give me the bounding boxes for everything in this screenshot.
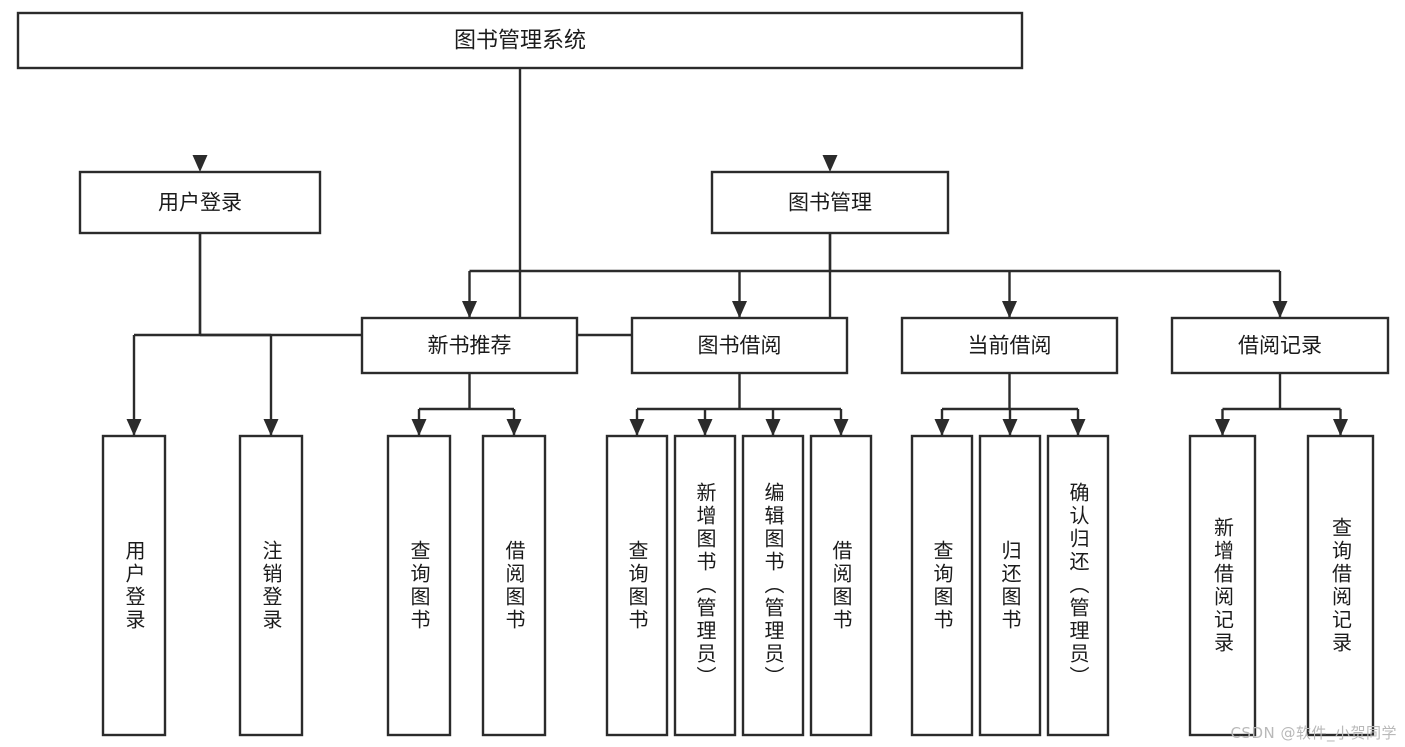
node-box-current-borrow <box>900 316 1119 375</box>
node-leaf-query-borrow-record[interactable]: 查询借阅记录 <box>1306 434 1375 737</box>
node-box-leaf-return-book <box>978 434 1042 737</box>
node-borrow-record[interactable]: 借阅记录 <box>1170 316 1390 375</box>
node-label-leaf-query-book-current: 查询图书 <box>930 539 954 632</box>
node-label-user-login: 用户登录 <box>158 191 242 215</box>
node-leaf-user-login[interactable]: 用户登录 <box>101 434 167 737</box>
node-box-root <box>16 11 1024 70</box>
edges-layer <box>126 68 1348 436</box>
node-leaf-borrow-book-recommend[interactable]: 借阅图书 <box>481 434 547 737</box>
node-book-manage[interactable]: 图书管理 <box>710 170 950 235</box>
node-label-leaf-borrow-book-recommend: 借阅图书 <box>502 539 526 632</box>
node-label-wrap-leaf-query-borrow-record: 查询借阅记录 <box>1328 516 1353 655</box>
node-label-book-borrow: 图书借阅 <box>698 334 782 358</box>
node-box-user-login <box>78 170 322 235</box>
node-box-leaf-add-book <box>673 434 737 737</box>
node-label-leaf-add-book: 新增图书（管理员） <box>693 482 717 689</box>
node-label-wrap-leaf-confirm-return: 确认归还（管理员） <box>1066 482 1090 689</box>
node-label-leaf-return-book: 归还图书 <box>998 539 1022 632</box>
node-user-login[interactable]: 用户登录 <box>78 170 322 235</box>
node-box-leaf-user-logout <box>238 434 304 737</box>
node-label-wrap-leaf-add-borrow-record: 新增借阅记录 <box>1210 516 1235 655</box>
node-label-new-book-recommend: 新书推荐 <box>428 334 512 358</box>
node-root[interactable]: 图书管理系统 <box>16 11 1024 70</box>
node-leaf-query-book-borrow[interactable]: 查询图书 <box>605 434 669 737</box>
node-box-new-book-recommend <box>360 316 579 375</box>
node-box-leaf-borrow-book-recommend <box>481 434 547 737</box>
node-label-wrap-leaf-query-book-current: 查询图书 <box>930 539 954 632</box>
node-box-leaf-confirm-return <box>1046 434 1110 737</box>
node-leaf-return-book[interactable]: 归还图书 <box>978 434 1042 737</box>
node-leaf-confirm-return[interactable]: 确认归还（管理员） <box>1046 434 1110 737</box>
node-box-leaf-edit-book <box>741 434 805 737</box>
node-box-leaf-borrow-book <box>809 434 873 737</box>
node-label-wrap-leaf-borrow-book-recommend: 借阅图书 <box>502 539 526 632</box>
node-leaf-query-book-recommend[interactable]: 查询图书 <box>386 434 452 737</box>
node-label-wrap-leaf-borrow-book: 借阅图书 <box>829 539 853 632</box>
node-label-leaf-confirm-return: 确认归还（管理员） <box>1066 482 1090 689</box>
node-new-book-recommend[interactable]: 新书推荐 <box>360 316 579 375</box>
node-label-wrap-leaf-user-logout: 注销登录 <box>259 539 283 632</box>
node-leaf-borrow-book[interactable]: 借阅图书 <box>809 434 873 737</box>
node-label-leaf-user-login: 用户登录 <box>122 539 146 632</box>
node-book-borrow[interactable]: 图书借阅 <box>630 316 849 375</box>
node-box-leaf-query-book-current <box>910 434 974 737</box>
node-leaf-add-borrow-record[interactable]: 新增借阅记录 <box>1188 434 1257 737</box>
node-label-leaf-query-book-recommend: 查询图书 <box>407 539 431 632</box>
node-current-borrow[interactable]: 当前借阅 <box>900 316 1119 375</box>
node-label-leaf-query-book-borrow: 查询图书 <box>625 539 649 632</box>
node-box-book-borrow <box>630 316 849 375</box>
node-box-borrow-record <box>1170 316 1390 375</box>
nodes-layer: 图书管理系统用户登录图书管理新书推荐图书借阅当前借阅借阅记录用户登录注销登录查询… <box>16 11 1390 737</box>
node-box-leaf-add-borrow-record <box>1188 434 1257 737</box>
node-label-root: 图书管理系统 <box>454 29 586 54</box>
watermark: CSDN @软件_小贺同学 <box>1230 724 1397 742</box>
node-leaf-query-book-current[interactable]: 查询图书 <box>910 434 974 737</box>
node-label-wrap-leaf-user-login: 用户登录 <box>122 539 146 632</box>
node-label-leaf-add-borrow-record: 新增借阅记录 <box>1210 516 1235 655</box>
node-box-leaf-user-login <box>101 434 167 737</box>
node-label-wrap-leaf-add-book: 新增图书（管理员） <box>693 482 717 689</box>
node-box-book-manage <box>710 170 950 235</box>
node-leaf-add-book[interactable]: 新增图书（管理员） <box>673 434 737 737</box>
node-label-borrow-record: 借阅记录 <box>1238 334 1322 358</box>
node-label-wrap-leaf-query-book-borrow: 查询图书 <box>625 539 649 632</box>
node-box-leaf-query-borrow-record <box>1306 434 1375 737</box>
node-label-leaf-borrow-book: 借阅图书 <box>829 539 853 632</box>
node-label-wrap-leaf-query-book-recommend: 查询图书 <box>407 539 431 632</box>
node-label-leaf-query-borrow-record: 查询借阅记录 <box>1328 516 1353 655</box>
node-label-wrap-leaf-return-book: 归还图书 <box>998 539 1022 632</box>
node-label-leaf-edit-book: 编辑图书（管理员） <box>761 482 785 689</box>
node-label-leaf-user-logout: 注销登录 <box>259 539 283 632</box>
node-leaf-user-logout[interactable]: 注销登录 <box>238 434 304 737</box>
node-label-wrap-leaf-edit-book: 编辑图书（管理员） <box>761 482 785 689</box>
node-label-book-manage: 图书管理 <box>788 191 872 215</box>
node-leaf-edit-book[interactable]: 编辑图书（管理员） <box>741 434 805 737</box>
node-label-current-borrow: 当前借阅 <box>968 334 1052 358</box>
node-box-leaf-query-book-borrow <box>605 434 669 737</box>
node-box-leaf-query-book-recommend <box>386 434 452 737</box>
